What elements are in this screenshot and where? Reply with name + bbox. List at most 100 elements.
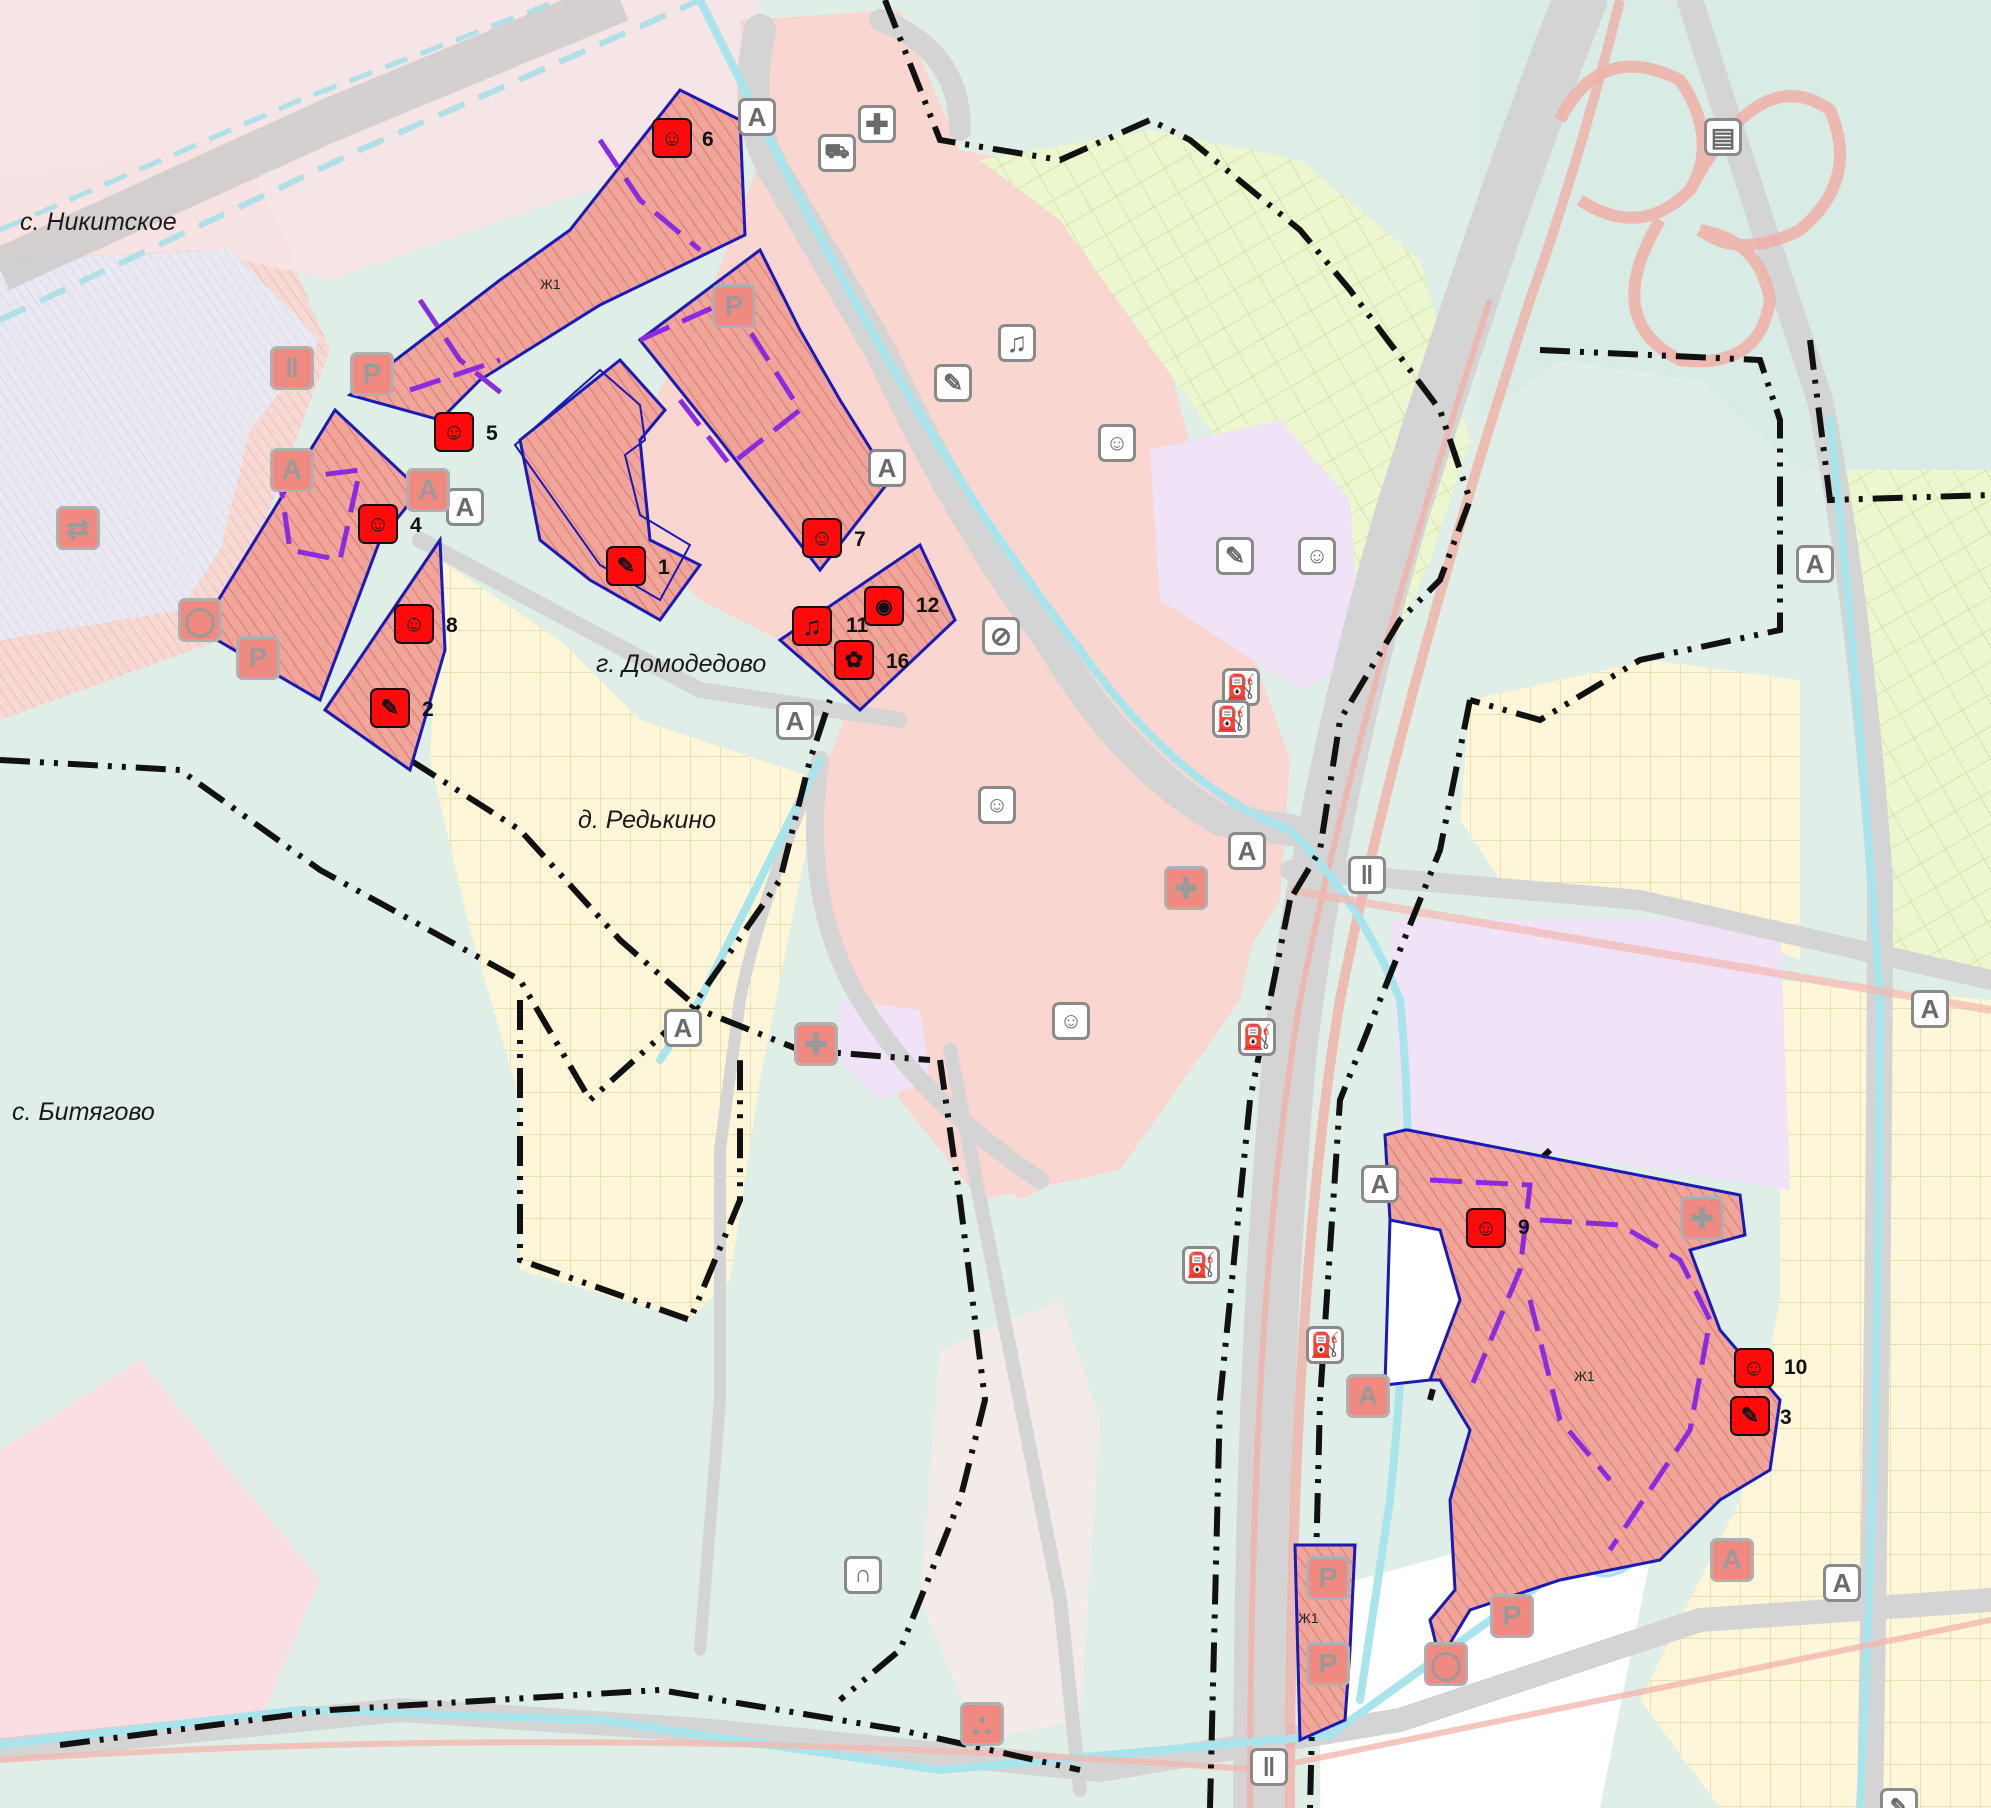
boundary-redkino-2 [408, 757, 931, 1063]
fuel-icon[interactable]: ⛽ [1222, 668, 1260, 706]
place-label-bityagovo: с. Битягово [12, 1098, 155, 1126]
railway-line [0, 0, 629, 291]
bus-stop-icon[interactable]: A [1911, 990, 1949, 1028]
zone-label-zh1-southeast: Ж1 [1574, 1368, 1595, 1384]
road-ring-inner [869, 9, 971, 141]
boundary-federal-west [1207, 899, 1293, 1808]
kindergarten-icon[interactable]: ☺ [652, 118, 692, 158]
inner-zone-8 [1527, 1299, 1612, 1482]
place-label-redkino: д. Редькино [578, 806, 717, 834]
bus-stop-icon[interactable]: A [738, 98, 776, 136]
parking-icon[interactable]: P [236, 636, 280, 680]
music-icon[interactable]: ♫ [998, 324, 1036, 362]
residential-zone-south-strip [920, 1300, 1100, 1740]
bus-stop-icon[interactable]: A [664, 1009, 702, 1047]
bus-stop-icon[interactable]: A [1228, 832, 1266, 870]
school-icon[interactable]: ✎ [606, 546, 646, 586]
school-icon[interactable]: ✎ [370, 688, 410, 728]
parking-icon[interactable]: P [350, 352, 394, 396]
object-number-11: 11 [846, 614, 869, 637]
school-icon[interactable]: ✎ [1216, 537, 1254, 575]
place-label-nikitskoe: с. Никитское [20, 208, 177, 236]
inner-zone-6 [1429, 1177, 1533, 1391]
boundary-south [838, 1059, 989, 1703]
boundary-south-river [59, 1686, 1081, 1773]
boundary-redkino [0, 699, 833, 1105]
road-local-1 [412, 532, 908, 728]
zone-label-zh1-parking: Ж1 [1298, 1610, 1319, 1626]
bus-stop-icon[interactable]: A [1796, 545, 1834, 583]
object-number-4: 4 [410, 514, 422, 537]
fire-station-icon: ⛬ [960, 1702, 1004, 1746]
fuel-icon[interactable]: ⛽ [1182, 1246, 1220, 1284]
road-local-3 [943, 1043, 1087, 1797]
inner-zone-1 [417, 298, 512, 402]
bus-stop-icon[interactable]: A [1361, 1165, 1399, 1203]
parking-icon[interactable]: P [1490, 1594, 1534, 1638]
kindergarten-icon[interactable]: ☺ [434, 412, 474, 452]
bus-stop-icon[interactable]: A [446, 488, 484, 526]
planned-zone-east [637, 247, 892, 573]
inner-zone-4 [638, 296, 804, 469]
planned-zone-center [518, 357, 703, 622]
kindergarten-icon[interactable]: ☺ [358, 504, 398, 544]
bus-stop-icon[interactable]: A [1710, 1538, 1754, 1582]
bridge-icon[interactable]: ‖ [1348, 856, 1386, 894]
cinema-icon[interactable]: ◉ [864, 586, 904, 626]
public-zone-purple-1 [1150, 420, 1360, 690]
object-number-12: 12 [916, 594, 940, 617]
kindergarten-icon[interactable]: ☺ [1734, 1348, 1774, 1388]
planned-zone-west-2 [322, 535, 447, 773]
boundary-domodedovo-north [882, 0, 1474, 902]
residential-zone-south-center [820, 720, 1280, 1200]
bus-stop-icon[interactable]: A [1823, 1564, 1861, 1602]
fuel-icon[interactable]: ⛽ [1306, 1326, 1344, 1364]
bus-stop-icon[interactable]: A [868, 449, 906, 487]
object-number-10: 10 [1784, 1356, 1808, 1379]
school-icon[interactable]: ✎ [1730, 1396, 1770, 1436]
boundary-federal-east [1307, 699, 1473, 1808]
kindergarten-icon[interactable]: ☺ [1466, 1208, 1506, 1248]
kindergarten-icon[interactable]: ☺ [1298, 537, 1336, 575]
hospital-icon[interactable]: ✚ [858, 105, 896, 143]
hospital-icon: ✚ [794, 1022, 838, 1066]
school-icon[interactable]: ✎ [934, 364, 972, 402]
bus-stop-icon[interactable]: A [776, 702, 814, 740]
interchange-loop-1 [1554, 60, 1709, 224]
kindergarten-icon[interactable]: ☺ [1098, 424, 1136, 462]
tunnel-icon[interactable]: ∩ [844, 1556, 882, 1594]
parking-icon[interactable]: P [1306, 1642, 1350, 1686]
school-icon[interactable]: ✎ [1880, 1788, 1918, 1808]
parking-icon[interactable]: P [712, 284, 756, 328]
place-label-domodedovo: г. Домодедово [596, 650, 767, 678]
inner-zone-2 [597, 138, 702, 252]
stadium-icon[interactable]: ✿ [834, 640, 874, 680]
music-icon[interactable]: ♫ [792, 606, 832, 646]
kindergarten-icon[interactable]: ☺ [1052, 1002, 1090, 1040]
no-entry-icon[interactable]: ⊘ [982, 617, 1020, 655]
hospital-icon: ✚ [1164, 866, 1208, 910]
bus-stop-icon[interactable]: A [1346, 1374, 1390, 1418]
residential-zone-southwest [0, 1360, 320, 1740]
bridge-icon[interactable]: ‖ [1250, 1748, 1288, 1786]
river-pakhra [696, 0, 1294, 834]
bus-stop-icon[interactable]: A [270, 448, 314, 492]
interchange-loop-2 [1684, 90, 1846, 251]
parking-icon[interactable]: P [1306, 1556, 1350, 1600]
kindergarten-icon[interactable]: ☺ [394, 604, 434, 644]
object-number-2: 2 [422, 698, 434, 721]
kindergarten-icon[interactable]: ☺ [802, 518, 842, 558]
highway-icon[interactable]: ▤ [1704, 118, 1742, 156]
bus-stop-icon[interactable]: A [406, 468, 450, 512]
fuel-icon[interactable]: ⛽ [1212, 700, 1250, 738]
zone-label-zh1-north: Ж1 [540, 276, 561, 292]
transfer-icon: ⇄ [56, 506, 100, 550]
object-number-1: 1 [658, 556, 670, 579]
fuel-icon[interactable]: ⛽ [1238, 1018, 1276, 1056]
boundary-east [1469, 347, 1783, 724]
ambulance-icon[interactable]: ⛟ [818, 134, 856, 172]
object-number-8: 8 [446, 614, 458, 637]
kindergarten-icon[interactable]: ☺ [978, 786, 1016, 824]
inner-zone-5 [277, 467, 364, 563]
